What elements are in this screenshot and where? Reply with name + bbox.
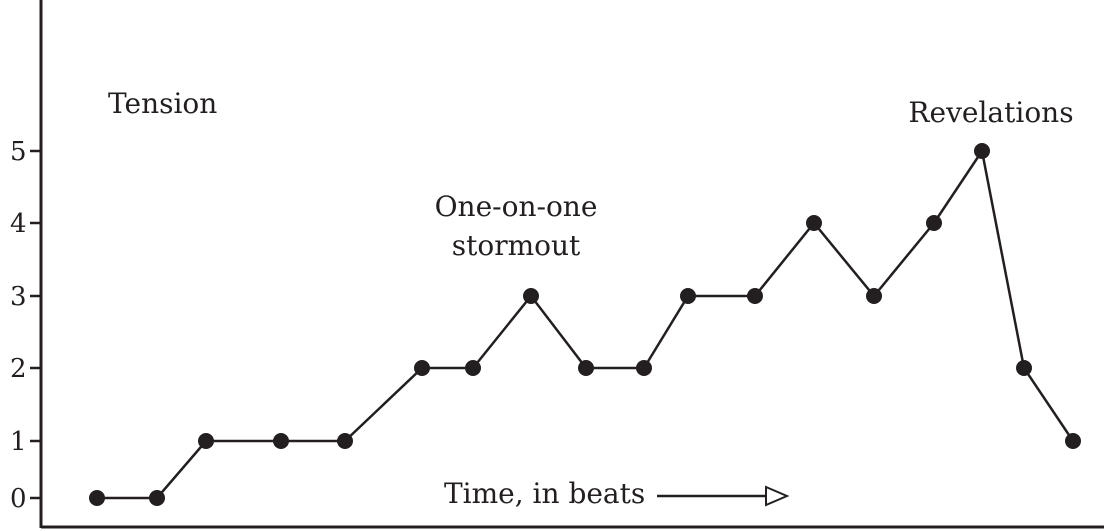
data-point-4 bbox=[273, 433, 289, 449]
y-tick-label-5: 5 bbox=[10, 137, 27, 167]
time-arrow-head bbox=[765, 485, 790, 507]
y-tick-label-2: 2 bbox=[10, 354, 27, 384]
data-point-12 bbox=[747, 288, 763, 304]
y-tick-label-3: 3 bbox=[10, 282, 27, 312]
data-point-15 bbox=[926, 215, 942, 231]
data-point-2 bbox=[149, 490, 165, 506]
data-point-1 bbox=[89, 490, 105, 506]
y-axis-label: Tension bbox=[108, 87, 217, 120]
y-ticks bbox=[30, 149, 41, 500]
data-point-18 bbox=[1065, 433, 1081, 449]
x-axis-label: Time, in beats bbox=[444, 477, 645, 510]
data-point-3 bbox=[198, 433, 214, 449]
data-point-8 bbox=[523, 288, 539, 304]
data-point-17 bbox=[1016, 360, 1032, 376]
y-tick-label-1: 1 bbox=[10, 427, 27, 457]
annotation-revelations: Revelations bbox=[908, 96, 1073, 129]
data-point-7 bbox=[465, 360, 481, 376]
y-tick-labels: 0 1 2 3 4 5 bbox=[10, 137, 27, 514]
y-tick-label-4: 4 bbox=[10, 209, 27, 239]
annotation-stormout-line-1: One-on-one bbox=[435, 190, 598, 223]
data-point-13 bbox=[806, 215, 822, 231]
y-tick-label-0: 0 bbox=[10, 484, 27, 514]
annotation-stormout-line-2: stormout bbox=[452, 229, 581, 262]
data-point-9 bbox=[578, 360, 594, 376]
data-point-5 bbox=[337, 433, 353, 449]
data-point-16 bbox=[974, 143, 990, 159]
data-point-11 bbox=[680, 288, 696, 304]
series-line bbox=[97, 147, 1075, 500]
data-point-10 bbox=[636, 360, 652, 376]
data-point-6 bbox=[414, 360, 430, 376]
data-point-14 bbox=[866, 288, 882, 304]
data-points bbox=[89, 143, 1081, 506]
